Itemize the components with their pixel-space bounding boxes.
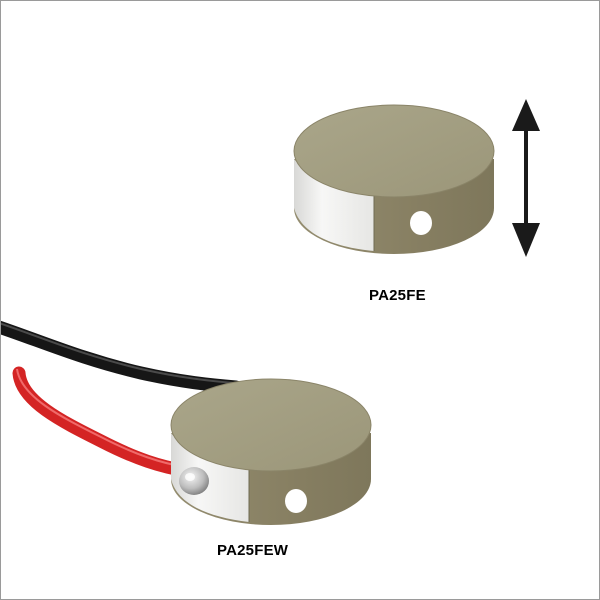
pa25fe-top-face (294, 105, 494, 197)
pa25fe-polarity-dot (410, 211, 432, 235)
pa25few-top-face (171, 379, 371, 471)
pa25few-wires (1, 320, 243, 478)
red-wire (12, 366, 194, 478)
solder-joint (179, 467, 209, 495)
black-wire (1, 320, 243, 394)
pa25fe-disc (293, 104, 495, 254)
pa25few-disc (170, 378, 372, 525)
pa25fe-electrode (294, 159, 374, 251)
double-headed-vertical-arrow-icon (512, 99, 540, 257)
pa25few-electrode (171, 433, 249, 522)
part-label-pa25fe: PA25FE (369, 287, 426, 304)
pa25few-polarity-dot (285, 489, 307, 513)
part-label-pa25few: PA25FEW (217, 542, 289, 559)
